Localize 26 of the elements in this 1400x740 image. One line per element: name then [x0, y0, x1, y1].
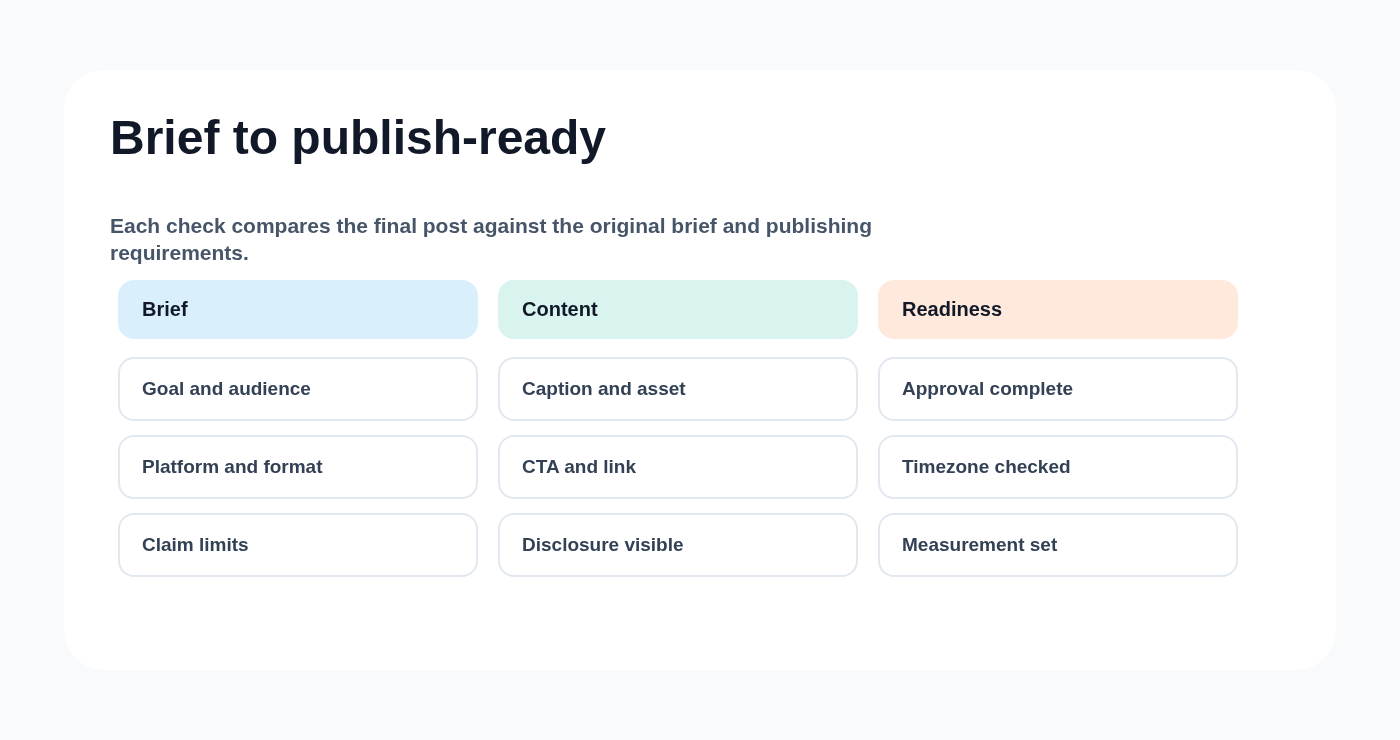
header-label: Readiness	[902, 298, 1003, 321]
column-header	[878, 280, 1238, 339]
check-label: Measurement set	[902, 534, 1058, 556]
check-label: Timezone checked	[902, 456, 1071, 478]
header-label: Brief	[142, 298, 188, 321]
check-card	[118, 357, 478, 421]
check-label: Disclosure visible	[522, 534, 684, 556]
check-card	[498, 513, 858, 577]
column-header	[118, 280, 478, 339]
check-card	[118, 435, 478, 499]
check-card	[498, 357, 858, 421]
column-header	[498, 280, 858, 339]
subtitle: Each check compares the final post against the original brief and publishing requirements.	[110, 213, 873, 266]
check-card	[498, 435, 858, 499]
check-label: CTA and link	[522, 456, 636, 478]
check-card	[118, 513, 478, 577]
check-label: Platform and format	[142, 456, 323, 478]
title: Brief to publish-ready	[110, 110, 607, 166]
check-label: Claim limits	[142, 534, 249, 556]
check-label: Approval complete	[902, 378, 1074, 400]
header-label: Content	[522, 298, 598, 321]
check-label: Goal and audience	[142, 378, 311, 400]
check-card	[878, 357, 1238, 421]
check-label: Caption and asset	[522, 378, 686, 400]
check-card	[878, 435, 1238, 499]
check-card	[878, 513, 1238, 577]
